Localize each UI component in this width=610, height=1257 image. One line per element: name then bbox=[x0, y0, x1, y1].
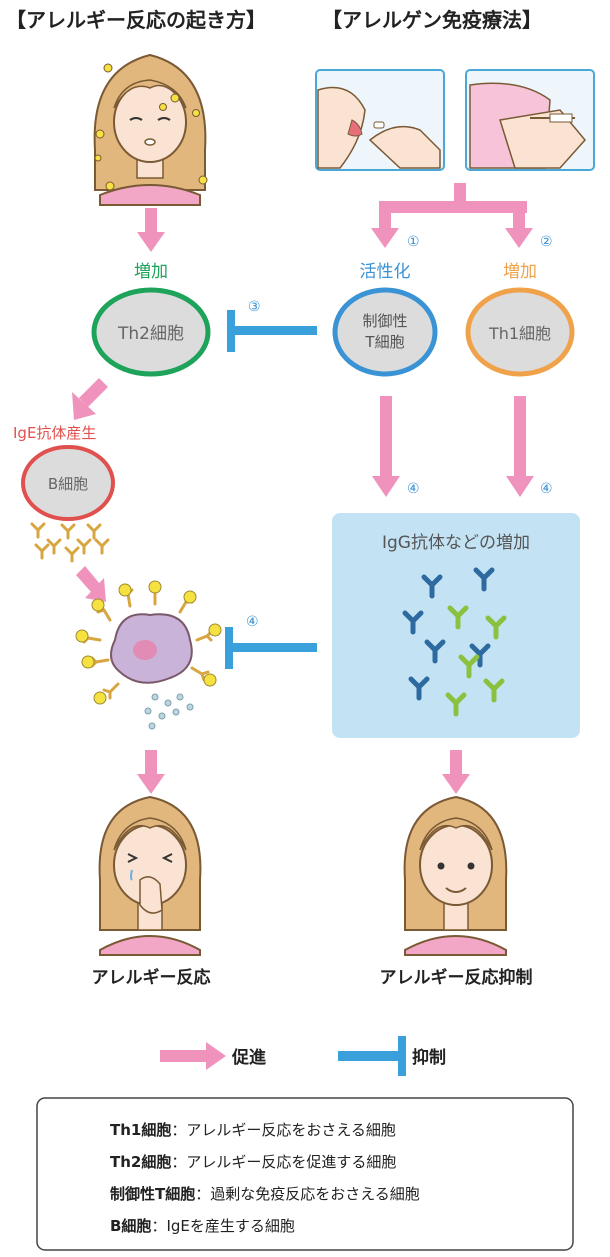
b-cell-label: B細胞 bbox=[48, 475, 88, 493]
step-marker-4a: ④ bbox=[407, 481, 420, 497]
fork-connector bbox=[371, 183, 533, 248]
ige-production-label: IgE抗体産生 bbox=[13, 424, 96, 442]
title-left: 【アレルギー反応の起き方】 bbox=[6, 8, 266, 32]
step-marker-4b: ④ bbox=[540, 481, 553, 497]
definitions-box bbox=[36, 1097, 574, 1251]
step-marker-3: ③ bbox=[248, 299, 261, 315]
arrow-igg-to-suppression bbox=[442, 750, 470, 794]
legend-promote-arrow bbox=[160, 1042, 226, 1070]
definition-row-treg: 制御性T細胞：過剰な免疫反応をおさえる細胞 bbox=[110, 1185, 420, 1203]
subcutaneous-injection-picture bbox=[465, 69, 595, 171]
step-marker-2: ② bbox=[540, 234, 553, 250]
legend-inhibit-label: 抑制 bbox=[412, 1047, 446, 1068]
ige-antibodies-icon bbox=[30, 522, 110, 563]
treg-cell-label-line2: T細胞 bbox=[364, 333, 404, 351]
activation-label: 活性化 bbox=[360, 262, 411, 282]
th1-cell-label: Th1細胞 bbox=[488, 324, 551, 343]
arrow-ige-to-mastcell bbox=[76, 566, 106, 602]
treg-cell-label-line1: 制御性 bbox=[362, 312, 407, 330]
igg-box-label: IgG抗体などの増加 bbox=[382, 533, 530, 553]
arrow-mastcell-to-reaction bbox=[137, 750, 165, 794]
sublingual-therapy-picture bbox=[315, 69, 445, 171]
igg-antibodies-icon bbox=[402, 567, 507, 717]
woman-allergic-icon bbox=[93, 53, 208, 206]
woman-calm-icon bbox=[403, 795, 508, 956]
legend-inhibit-symbol bbox=[338, 1036, 406, 1076]
allergy-suppression-label: アレルギー反応抑制 bbox=[380, 967, 533, 988]
inhibit-arrow-3 bbox=[227, 310, 317, 352]
arrow-treg-to-igg bbox=[372, 396, 400, 497]
th2-increase-label: 増加 bbox=[134, 262, 168, 282]
arrow-th2-to-bcell bbox=[72, 378, 108, 420]
legend-promote-label: 促進 bbox=[231, 1047, 266, 1068]
definition-row-th1: Th1細胞：アレルギー反応をおさえる細胞 bbox=[110, 1121, 396, 1139]
inhibit-arrow-4 bbox=[225, 627, 317, 669]
arrow-th1-to-igg bbox=[506, 396, 534, 497]
th1-cell bbox=[465, 287, 575, 377]
woman-sneezing-icon bbox=[98, 795, 202, 956]
definition-row-bcell: B細胞：IgEを産生する細胞 bbox=[110, 1217, 295, 1235]
step-marker-4c: ④ bbox=[246, 614, 259, 630]
th2-cell-label: Th2細胞 bbox=[117, 324, 184, 344]
b-cell bbox=[21, 445, 115, 521]
th2-cell bbox=[91, 287, 211, 377]
treg-cell bbox=[332, 287, 438, 377]
th1-increase-label: 増加 bbox=[503, 262, 537, 282]
definition-row-th2: Th2細胞：アレルギー反応を促進する細胞 bbox=[110, 1153, 396, 1171]
mast-cell-icon bbox=[75, 580, 222, 730]
allergy-reaction-label: アレルギー反応 bbox=[92, 967, 211, 988]
arrow-woman-to-th2 bbox=[137, 208, 165, 252]
step-marker-1: ① bbox=[407, 234, 420, 250]
definitions-list: Th1細胞：アレルギー反応をおさえる細胞 Th2細胞：アレルギー反応を促進する細… bbox=[110, 1121, 420, 1235]
title-right: 【アレルゲン免疫療法】 bbox=[322, 8, 542, 32]
